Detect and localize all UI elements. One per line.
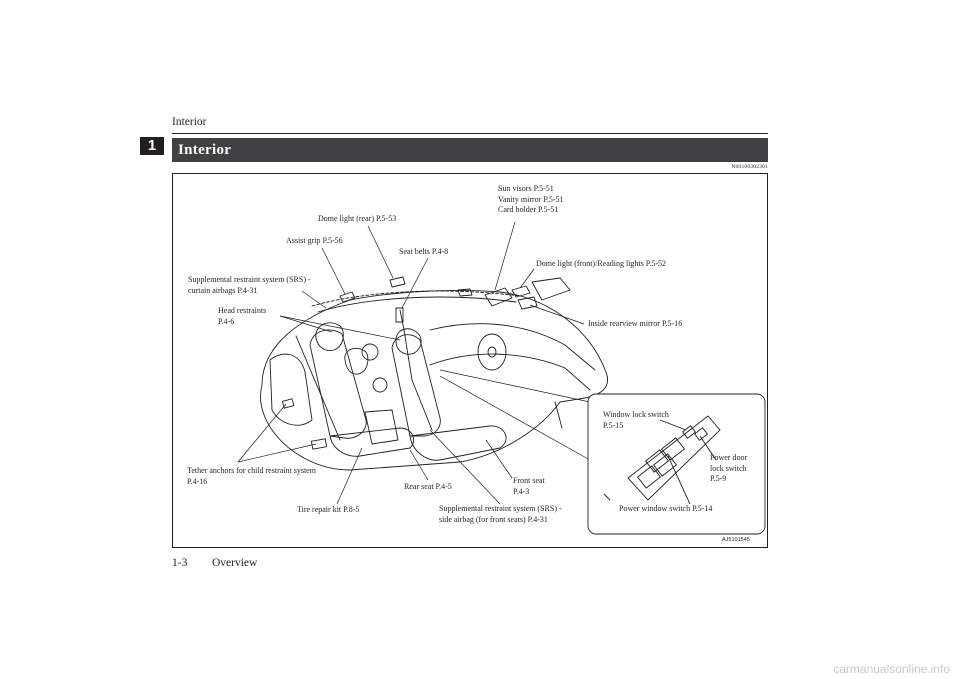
power-window-switch-2 [660, 437, 686, 461]
front-seat-back [391, 334, 441, 437]
interior-figure-frame [172, 173, 768, 548]
page-number: 1-3 [172, 557, 188, 569]
dome-light-rear [389, 276, 406, 288]
power-window-switch-4 [652, 453, 678, 477]
callout-front-seat: Front seat P.4-3 [513, 476, 545, 496]
leader-head-restraints [279, 315, 401, 341]
watermark: carmanualsonline.info [833, 662, 950, 676]
windshield [429, 323, 596, 371]
cargo-pillar [295, 335, 341, 441]
assist-grip [339, 291, 356, 303]
callout-srs-curtain: Supplemental restraint system (SRS) - cu… [188, 275, 311, 295]
leader-window-lock [659, 419, 687, 431]
leader-seat-belts [401, 257, 429, 309]
rear-seat-back [309, 329, 367, 439]
figure-id: AJ5101545 [722, 537, 750, 543]
callout-assist-grip: Assist grip P.5-56 [286, 236, 343, 245]
tether-anchor-1 [281, 398, 295, 409]
callout-dome-light-rear: Dome light (rear) P.5-53 [318, 214, 397, 223]
header-rule [172, 133, 768, 134]
callout-sun-visors: Sun visors P.5-51 Vanity mirror P.5-51 C… [498, 184, 564, 214]
running-header-title: Interior [172, 116, 207, 128]
callout-rear-seat: Rear seat P.4-5 [404, 482, 452, 491]
chapter-tab: 1 [140, 137, 164, 155]
section-code: N00100302301 [731, 164, 768, 170]
callout-dome-light-front: Dome light (front)/Reading lights P.5-52 [536, 259, 666, 268]
center-console [364, 409, 399, 445]
inset-box [587, 393, 766, 535]
leader-srs-curtain [301, 290, 327, 309]
power-window-switch-3 [636, 465, 662, 489]
inset-pointer-bottom [439, 375, 591, 461]
leader-front-seat [485, 439, 513, 479]
leader-rearview [529, 304, 585, 325]
leader-dome-front [519, 268, 535, 289]
callout-srs-side: Supplemental restraint system (SRS) - si… [439, 504, 562, 524]
rear-seat-cushion [329, 427, 414, 457]
callout-tire-repair: Tire repair kit P.8-5 [297, 505, 360, 514]
door-lock-button [693, 427, 709, 441]
callout-power-window: Power window switch P.5-14 [619, 504, 713, 513]
inset-pointer-top [439, 369, 591, 403]
leader-tire-repair [336, 447, 363, 505]
dashboard [429, 353, 591, 391]
leader-dome-rear [367, 225, 394, 279]
rear-head-restraint-2 [344, 347, 369, 375]
overhead-console [531, 277, 571, 301]
leader-assist-grip [321, 247, 346, 295]
front-seat-cushion [409, 425, 507, 461]
leader-rear-seat [409, 449, 429, 481]
window-lock-button [681, 425, 697, 439]
callout-tether-anchors: Tether anchors for child restraint syste… [187, 466, 316, 486]
tether-anchor-2 [310, 438, 328, 450]
rearview-mirror [517, 296, 538, 310]
roof-grip-2 [457, 288, 473, 297]
door-edge [554, 401, 563, 429]
leader-power-window [667, 455, 691, 505]
callout-seat-belts: Seat belts P.4-8 [399, 247, 449, 256]
front-head-restraint [395, 328, 422, 355]
rear-head-restraint [315, 322, 344, 351]
car-body-outline [260, 290, 608, 471]
seat-belt [399, 309, 433, 431]
callout-rearview-mirror: Inside rearview mirror P.5-16 [588, 319, 683, 328]
leader-srs-side [429, 429, 501, 505]
callout-power-door-lock: Power door lock switch P.5-9 [710, 453, 748, 483]
steering-wheel [477, 333, 507, 371]
leader-door-lock [699, 435, 717, 461]
door-armrest [603, 493, 611, 501]
leader-sun-visors [494, 221, 516, 291]
steering-hub [487, 346, 497, 358]
power-window-switch-1 [644, 449, 670, 473]
headliner-inner [317, 296, 517, 313]
callout-window-lock: Window lock switch P.5-15 [603, 410, 669, 430]
dash-vent-left [361, 343, 379, 361]
dome-light-front [511, 285, 531, 298]
leader-head-restraints-2 [279, 315, 333, 333]
cargo-area [269, 353, 313, 426]
callout-head-restraints: Head restraints P.4-6 [218, 306, 267, 326]
footer-chapter: Overview [212, 557, 258, 569]
leader-tether-1 [237, 403, 287, 463]
leader-tether-2 [237, 443, 317, 463]
section-title: Interior [178, 142, 232, 158]
seat-belt-anchor [395, 307, 404, 323]
door-switch-panel [627, 415, 721, 501]
sun-visor [484, 287, 513, 307]
dash-vent-right [372, 377, 388, 393]
section-title-bar: Interior [172, 138, 768, 162]
